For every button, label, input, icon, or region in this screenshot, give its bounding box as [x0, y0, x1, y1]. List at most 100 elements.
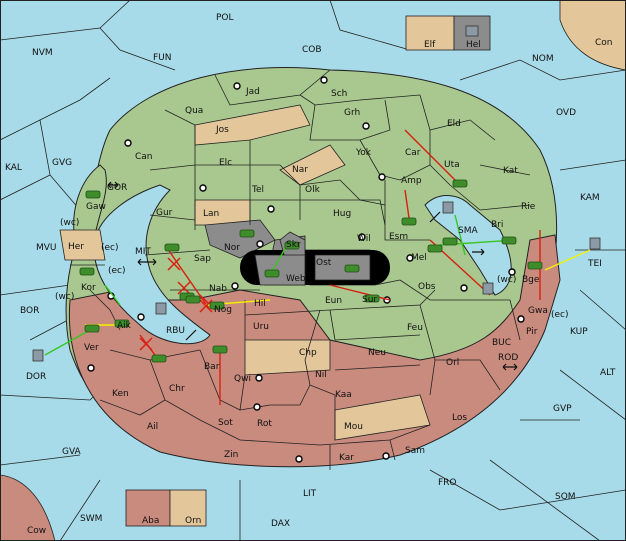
supply-center-icon: [378, 173, 386, 181]
sea-label: GVG: [52, 158, 72, 168]
order-arrow: [44, 329, 91, 356]
land-label: Obs: [418, 282, 436, 292]
land-label: Hel: [466, 40, 481, 50]
sea-label: BOR: [20, 306, 39, 316]
sea-label: KAL: [5, 163, 22, 173]
land-label: Cow: [27, 526, 46, 536]
land-label: Web: [286, 274, 306, 284]
supply-center-icon: [460, 284, 468, 292]
fleet-unit-icon[interactable]: [32, 349, 44, 362]
land-label: Grh: [344, 108, 360, 118]
sea-label: COB: [302, 45, 322, 55]
land-label: Lan: [203, 209, 219, 219]
land-label: Gaw: [86, 202, 106, 212]
sea-label: KUP: [570, 327, 588, 337]
sea-label: TEI: [587, 259, 602, 269]
army-unit-icon[interactable]: [151, 354, 167, 363]
land-label: Con: [595, 38, 613, 48]
sea-label: RBU: [166, 326, 185, 336]
supply-center-icon: [233, 82, 241, 90]
army-unit-icon[interactable]: [427, 244, 443, 253]
army-unit-icon[interactable]: [84, 324, 100, 333]
army-unit-icon[interactable]: [501, 236, 517, 245]
army-unit-icon[interactable]: [442, 237, 458, 246]
double-arrow-icon: [472, 248, 485, 256]
sea-label: NOM: [532, 54, 554, 64]
army-unit-icon[interactable]: [79, 267, 95, 276]
double-arrow-icon: [502, 363, 518, 371]
land-label: Nab: [209, 284, 227, 294]
sea-label: GOR: [107, 183, 127, 193]
coast-label: (wc): [60, 218, 79, 228]
fleet-unit-icon[interactable]: [589, 237, 601, 250]
land-label: Chr: [169, 384, 185, 394]
army-unit-icon[interactable]: [284, 241, 300, 250]
army-unit-icon[interactable]: [185, 295, 201, 304]
supply-center-icon: [358, 233, 366, 241]
cross-icon: [177, 281, 191, 295]
land-label: Uta: [444, 160, 460, 170]
supply-center-icon: [517, 315, 525, 323]
supply-center-icon: [124, 139, 132, 147]
units: [79, 179, 543, 363]
sea-label: DAX: [271, 519, 290, 529]
army-unit-icon[interactable]: [239, 229, 255, 238]
land-label: Eld: [447, 119, 461, 129]
order-arrow: [329, 284, 391, 301]
coast-label-layer: (wc) (ec) (ec) (wc) (wc) (ec): [55, 218, 569, 320]
land-label: Gur: [156, 208, 173, 218]
cross-icon: [139, 337, 153, 351]
web-region: [254, 254, 306, 286]
land-label: Kor: [81, 283, 96, 293]
army-unit-icon[interactable]: [527, 261, 543, 270]
sea-label: KAM: [580, 193, 600, 203]
sea-label: ALT: [600, 368, 616, 378]
land-label: Neu: [368, 348, 386, 358]
army-unit-icon[interactable]: [85, 190, 101, 199]
fleet-unit-icon[interactable]: [482, 282, 494, 295]
double-arrow-icon: [429, 211, 441, 223]
fleet-unit-icon[interactable]: [155, 302, 167, 315]
land-label: Zin: [224, 450, 238, 460]
land-label: Tel: [251, 185, 264, 195]
land-label: Kat: [503, 166, 518, 176]
land-label: Nog: [214, 305, 232, 315]
army-unit-icon[interactable]: [452, 179, 468, 188]
cross-icon: [199, 299, 213, 313]
army-unit-icon[interactable]: [209, 301, 225, 310]
army-unit-icon[interactable]: [264, 269, 280, 278]
land-label: Wil: [357, 234, 371, 244]
army-unit-icon[interactable]: [401, 217, 417, 226]
army-unit-icon[interactable]: [114, 319, 130, 328]
land-label: Ost: [316, 258, 332, 268]
sea-label: MIT: [135, 247, 151, 257]
fleet-unit-icon[interactable]: [442, 201, 454, 214]
sea-label: NVM: [32, 48, 53, 58]
army-unit-icon[interactable]: [344, 264, 360, 273]
army-unit-icon[interactable]: [164, 243, 180, 252]
province-borders: [70, 69, 531, 470]
sea-label: MVU: [36, 243, 57, 253]
supply-center-icon: [256, 240, 264, 248]
nor-region: [204, 219, 276, 259]
sea-label: GVA: [62, 447, 82, 457]
order-arrow: [454, 214, 466, 256]
fleet-unit-icon[interactable]: [465, 25, 479, 37]
land-label: Olk: [305, 185, 321, 195]
orn-region: [169, 489, 207, 527]
land-label: Pir: [526, 327, 538, 337]
army-unit-icon[interactable]: [212, 345, 228, 354]
land-label: Hil: [254, 299, 266, 309]
land-label: Aik: [117, 321, 132, 331]
coast-label: (ec): [101, 243, 119, 253]
land-label: Nil: [315, 370, 327, 380]
sea-label: SMA: [458, 226, 478, 236]
supply-centers: [87, 76, 525, 463]
order-arrow: [544, 249, 591, 271]
land-label: Sot: [218, 418, 233, 428]
land-label: Ver: [84, 343, 99, 353]
supply-center-icon: [406, 254, 414, 262]
sea-label: ROD: [498, 353, 518, 363]
army-unit-icon[interactable]: [364, 294, 380, 303]
